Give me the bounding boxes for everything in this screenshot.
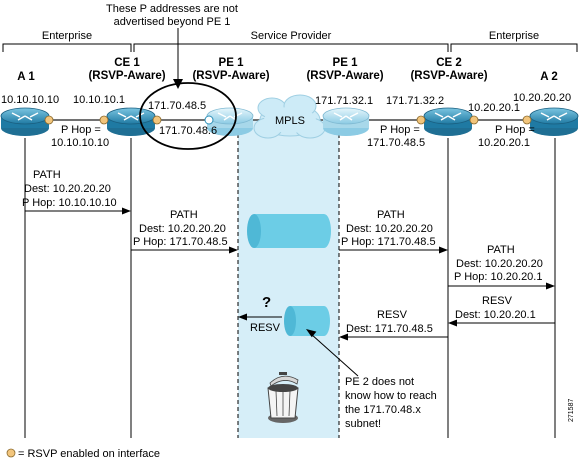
enterprise-right-bracket <box>450 43 578 52</box>
pe-right-interface-address: 171.71.32.1 <box>315 95 373 107</box>
resv3-arrowhead <box>238 313 247 321</box>
path1-arrowhead <box>122 207 131 215</box>
ce1-router-icon <box>106 107 156 136</box>
rsvp-interface-dot <box>99 115 109 125</box>
ce1-interface-address: 10.10.10.1 <box>73 94 125 106</box>
p-address-highlight-circle <box>139 82 237 150</box>
ce2-role: (RSVP-Aware) <box>410 70 487 82</box>
path2-arrowhead <box>229 246 238 254</box>
enterprise-left-label: Enterprise <box>42 30 92 42</box>
a1-interface-address: 10.10.10.10 <box>1 94 59 106</box>
path1-title: PATH <box>33 169 61 181</box>
a1-label: A 1 <box>17 71 35 83</box>
annotation-line-1: These P addresses are not <box>106 3 238 15</box>
legend-text: = RSVP enabled on interface <box>18 448 160 460</box>
rsvp-interface-dot <box>416 115 426 125</box>
trash-can-icon <box>267 372 299 423</box>
mpls-tunnel-resv-icon <box>284 306 330 336</box>
path1-phop: P Hop: 10.10.10.10 <box>22 197 117 209</box>
a1-router-icon <box>0 107 50 136</box>
path3-title: PATH <box>377 209 405 221</box>
a2-interface-address: 10.20.20.20 <box>513 92 571 104</box>
note-line-2: know how to reach <box>345 390 437 402</box>
note-line-1: PE 2 does not <box>345 376 414 388</box>
pe-right-router-icon <box>322 107 370 136</box>
enterprise-right-label: Enterprise <box>489 30 539 42</box>
pe1-interface-address-b: 171.70.48.6 <box>159 125 217 137</box>
path4-arrowhead <box>546 282 555 290</box>
path4-title: PATH <box>487 244 515 256</box>
ce2-router-icon <box>423 107 473 136</box>
enterprise-left-bracket <box>2 43 132 52</box>
note-pointer-arrowhead <box>306 329 317 338</box>
ce1-label: CE 1 <box>114 57 140 69</box>
path1-dest: Dest: 10.20.20.20 <box>24 183 111 195</box>
a2-phop-line-2: 10.20.20.1 <box>478 137 530 149</box>
mpls-label: MPLS <box>275 115 305 127</box>
mpls-cloud: MPLS <box>253 94 326 139</box>
a2-phop-line-1: P Hop = <box>495 124 535 136</box>
a2-label: A 2 <box>540 71 557 83</box>
rsvp-interface-dot <box>44 115 54 125</box>
ce1-phop-line-1: P Hop = <box>61 124 101 136</box>
resv2-title: RESV <box>377 309 408 321</box>
pe1-right-role: (RSVP-Aware) <box>306 70 383 82</box>
ce2-interface-address: 171.71.32.2 <box>386 95 444 107</box>
rsvp-interface-dot <box>469 115 479 125</box>
path2-phop: P Hop: 171.70.48.5 <box>133 236 228 248</box>
ce2-label: CE 2 <box>436 57 462 69</box>
path2-dest: Dest: 10.20.20.20 <box>139 223 226 235</box>
path3-arrowhead <box>439 246 448 254</box>
rsvp-interface-dot <box>522 115 532 125</box>
annotation-line-2: advertised beyond PE 1 <box>114 16 231 28</box>
note-line-3: the 171.70.48.x <box>345 404 421 416</box>
pe1-interface-address-a: 171.70.48.5 <box>148 100 206 112</box>
path2-title: PATH <box>170 209 198 221</box>
service-provider-bracket <box>133 43 449 52</box>
figure-id: 271587 <box>568 399 575 422</box>
ce2-right-interface-address: 10.20.20.1 <box>468 102 520 114</box>
pe1-left-role: (RSVP-Aware) <box>192 70 269 82</box>
rsvp-interface-dot <box>152 115 162 125</box>
resv1-arrowhead <box>448 319 457 327</box>
a2-router-icon <box>529 107 579 136</box>
mpls-tunnel-path-icon <box>247 214 331 248</box>
note-pointer-line <box>310 333 359 377</box>
path3-dest: Dest: 10.20.20.20 <box>346 223 433 235</box>
path4-phop: P Hop: 10.20.20.1 <box>454 271 542 283</box>
pe1-left-label: PE 1 <box>219 57 245 69</box>
note-line-4: subnet! <box>345 418 381 430</box>
path4-dest: Dest: 10.20.20.20 <box>456 258 543 270</box>
resv1-title: RESV <box>482 295 513 307</box>
resv3-label: RESV <box>250 322 281 334</box>
resv1-dest: Dest: 10.20.20.1 <box>455 309 536 321</box>
ce2-phop-line-1: P Hop = <box>380 124 420 136</box>
service-provider-label: Service Provider <box>251 30 332 42</box>
resv2-arrowhead <box>339 333 348 341</box>
path3-phop: P Hop: 171.70.48.5 <box>341 236 436 248</box>
ce2-phop-line-2: 171.70.48.5 <box>367 137 425 149</box>
question-mark: ? <box>262 294 271 311</box>
ce1-role: (RSVP-Aware) <box>88 70 165 82</box>
non-rsvp-interface-dot <box>204 115 214 125</box>
legend-dot-icon <box>6 448 16 458</box>
ce1-phop-line-2: 10.10.10.10 <box>51 137 109 149</box>
resv2-dest: Dest: 171.70.48.5 <box>346 323 433 335</box>
pe1-right-label: PE 1 <box>333 57 359 69</box>
